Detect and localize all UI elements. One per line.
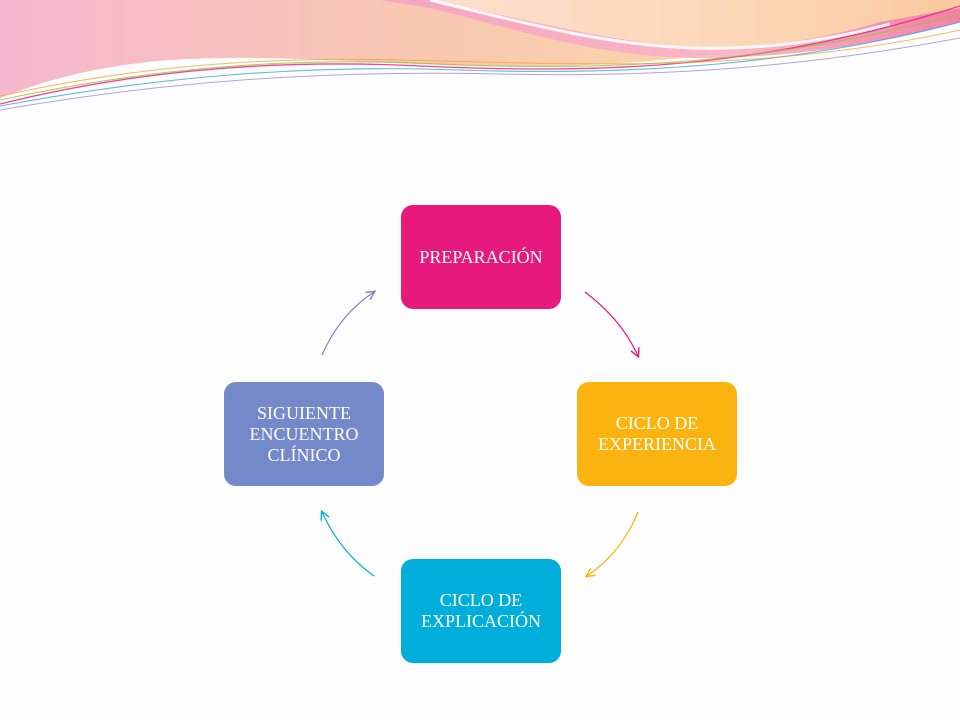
node-preparacion-label: PREPARACIÓN <box>419 246 543 267</box>
node-ciclo-de-explicacion: CICLO DE EXPLICACIÓN <box>401 559 561 663</box>
banner-line-5 <box>0 37 960 111</box>
node-siguiente-encuentro-clinico: SIGUIENTE ENCUENTRO CLÍNICO <box>224 382 384 486</box>
node-ciclo-de-experiencia-label: CICLO DE EXPERIENCIA <box>598 413 716 454</box>
banner-band-white <box>429 0 891 50</box>
banner-band-light <box>430 0 960 47</box>
banner-line-3 <box>0 21 960 107</box>
node-ciclo-de-explicacion-label: CICLO DE EXPLICACIÓN <box>421 590 541 631</box>
node-ciclo-de-experiencia: CICLO DE EXPERIENCIA <box>577 382 737 486</box>
arrow-siguiente-to-preparacion <box>321 292 374 356</box>
arrow-experiencia-to-explicacion <box>587 511 639 576</box>
node-preparacion: PREPARACIÓN <box>401 205 561 309</box>
banner-line-2 <box>0 13 960 101</box>
arrow-preparacion-to-experiencia <box>584 291 638 356</box>
banner-line-1 <box>0 5 960 105</box>
node-siguiente-encuentro-clinico-label: SIGUIENTE ENCUENTRO CLÍNICO <box>249 402 359 465</box>
arrow-explicacion-to-siguiente <box>322 512 375 577</box>
decorative-header-banner <box>0 0 960 111</box>
banner-line-4 <box>0 29 960 97</box>
